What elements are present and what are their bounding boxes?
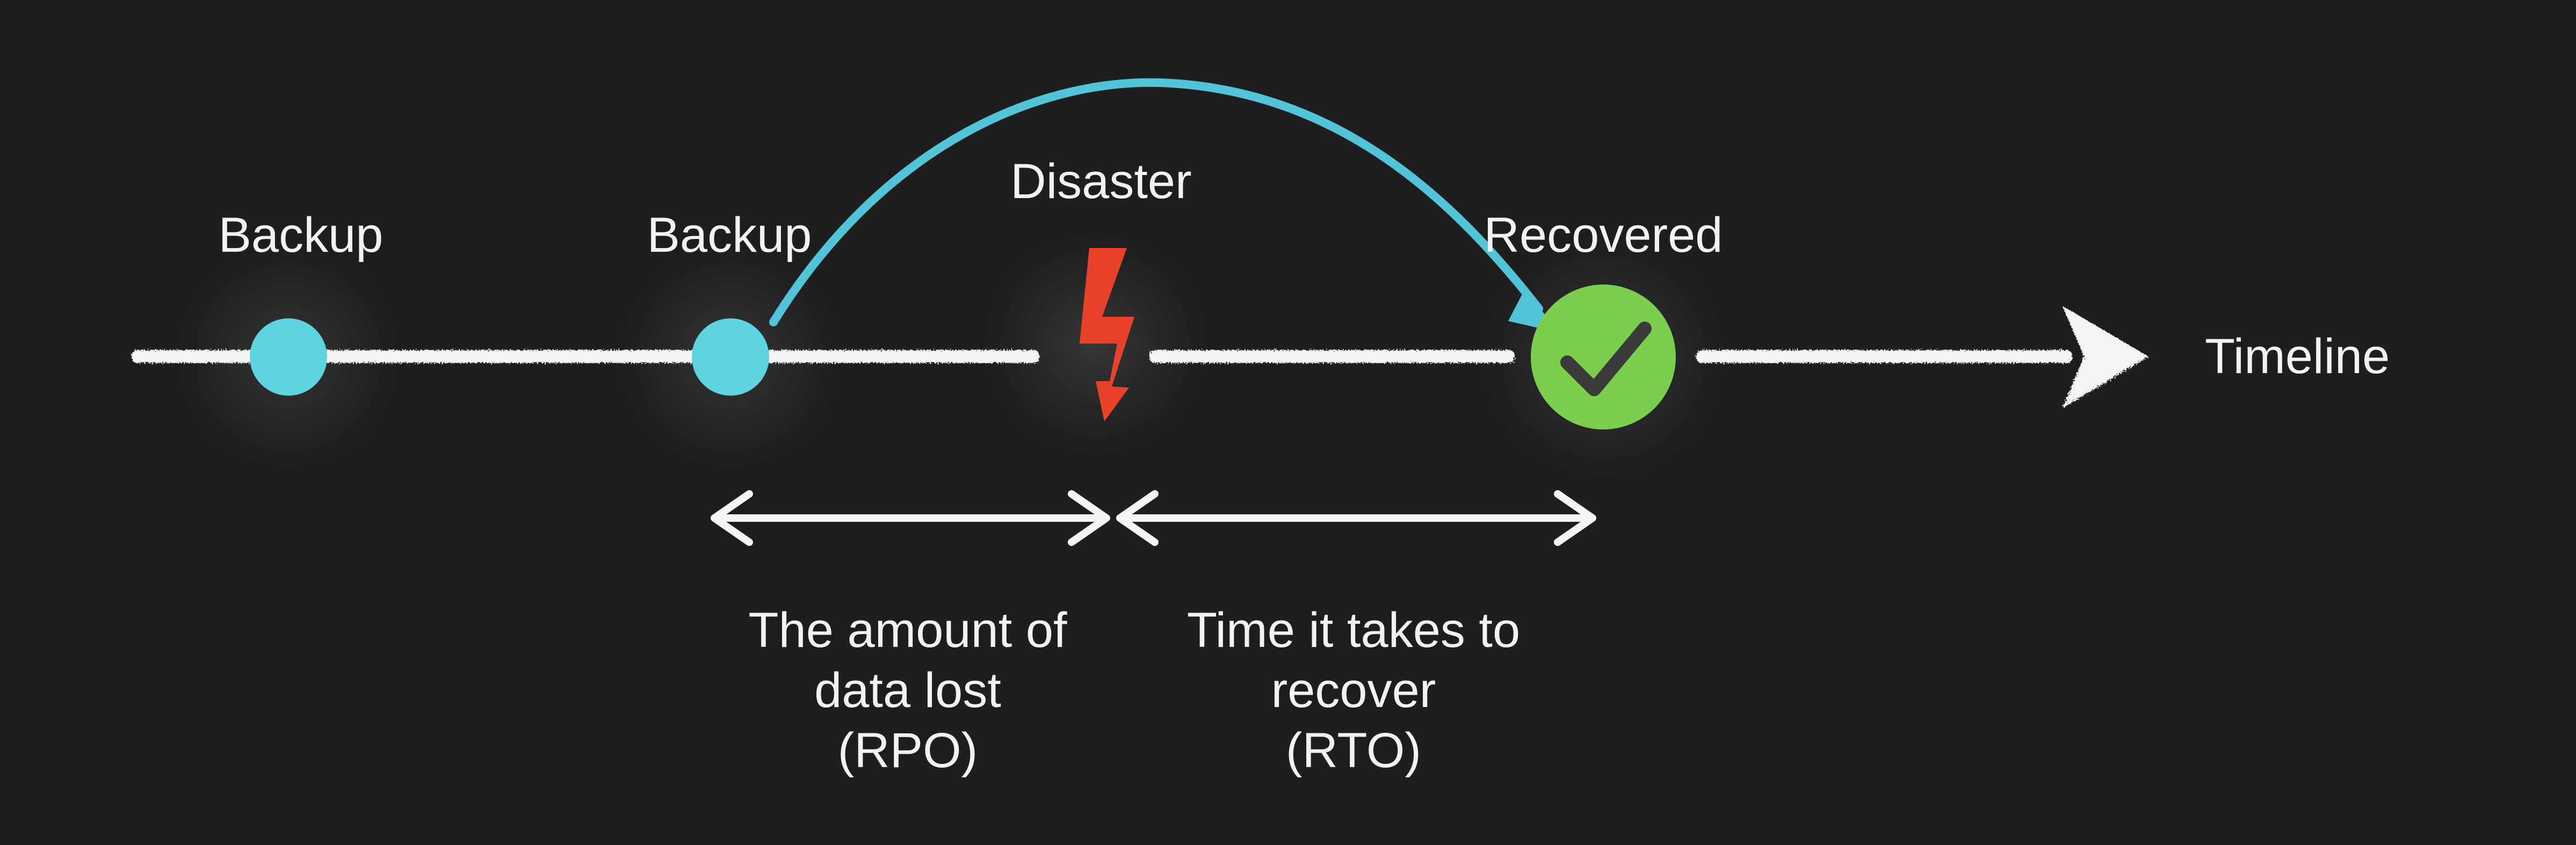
backup-dot-1	[250, 318, 327, 396]
rpo-caption: The amount of data lost (RPO)	[666, 600, 1149, 781]
timeline-label: Timeline	[2205, 329, 2390, 384]
backup-label-1: Backup	[218, 208, 383, 263]
disaster-label: Disaster	[1010, 154, 1192, 209]
recovered-check-circle	[1531, 285, 1676, 429]
rto-span-arrow	[1116, 490, 1596, 546]
rpo-caption-line-2: data lost	[814, 663, 1001, 718]
checkmark-icon	[1560, 322, 1652, 396]
backup-label-2: Backup	[647, 208, 812, 263]
timeline-line	[132, 306, 2148, 408]
rpo-caption-line-1: The amount of	[748, 603, 1067, 658]
backup-dot-2	[692, 318, 769, 396]
rto-caption-line-1: Time it takes to	[1186, 603, 1521, 658]
rto-caption-line-3: (RTO)	[1285, 723, 1422, 778]
lightning-bolt-icon	[1080, 248, 1134, 421]
rto-caption: Time it takes to recover (RTO)	[1112, 600, 1595, 781]
rto-caption-line-2: recover	[1271, 663, 1436, 718]
rpo-span-arrow	[711, 490, 1110, 546]
recovery-arc-arrow	[769, 78, 1543, 326]
recovered-label: Recovered	[1484, 208, 1723, 263]
rpo-caption-line-3: (RPO)	[837, 723, 978, 778]
